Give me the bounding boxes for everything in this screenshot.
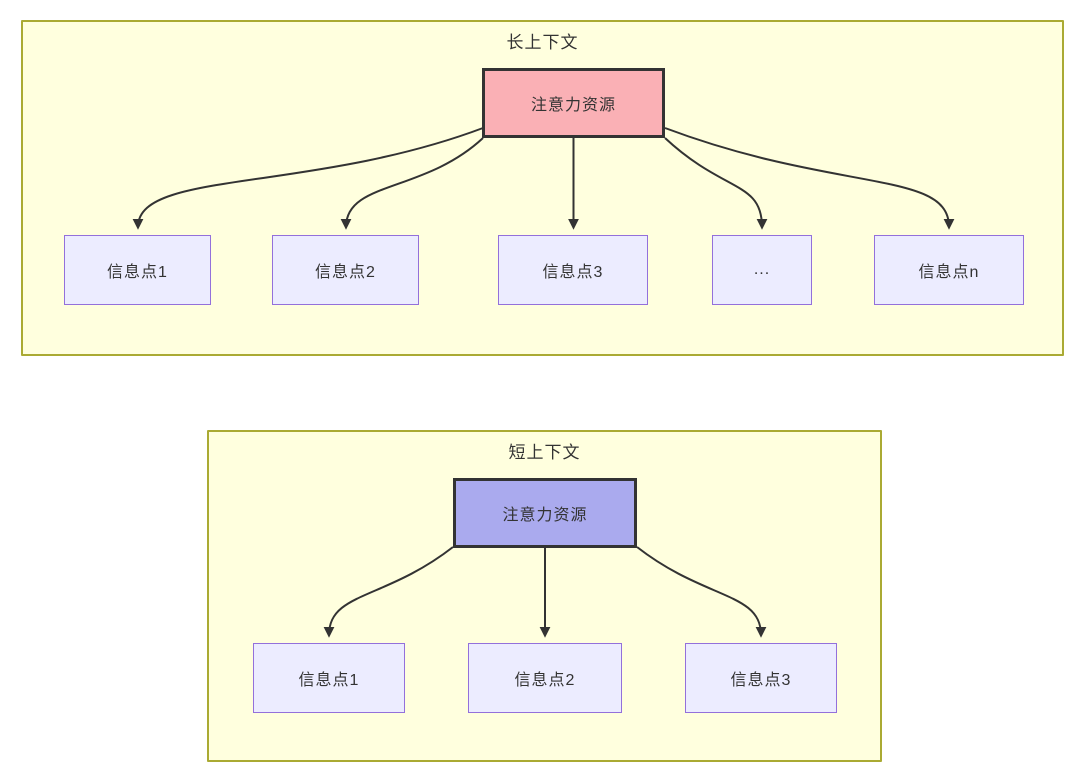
edge-short-attention-to-info1 [323,546,454,638]
edge-short-attention-to-info3 [636,546,767,638]
long-attention-node: 注意力资源 [482,68,665,138]
edge-long-attention-to-info2 [340,137,484,230]
long-info-node-3: 信息点3 [498,235,648,305]
edge-long-attention-to-dots [664,137,768,230]
long-info-node-n: 信息点n [874,235,1024,305]
edge-long-attention-to-infon [664,127,955,230]
long-info-node-2: 信息点2 [272,235,419,305]
short-context-cluster-title: 短上下文 [508,443,581,462]
short-info-node-3: 信息点3 [685,643,837,713]
short-info-node-1: 信息点1 [253,643,405,713]
long-info-node-1: 信息点1 [64,235,211,305]
long-info-node-dots: ... [712,235,812,305]
edge-long-attention-to-info1 [132,127,484,230]
short-info-node-2: 信息点2 [468,643,622,713]
long-context-cluster-title: 长上下文 [506,33,579,52]
short-attention-node: 注意力资源 [453,478,637,548]
